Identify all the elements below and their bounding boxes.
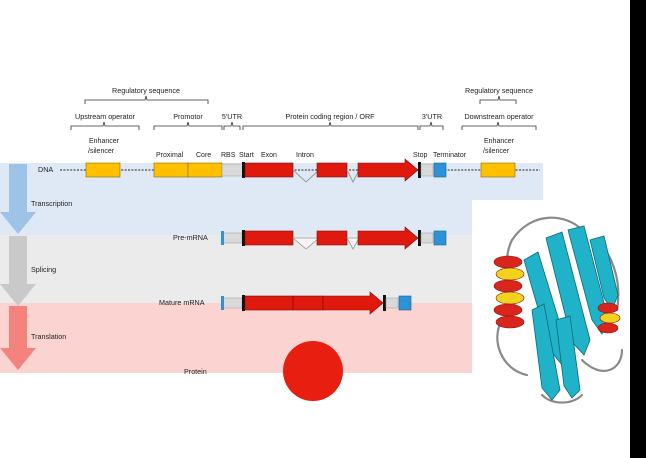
brace-upstream [70, 121, 140, 130]
pre-mrna-intron-2 [346, 237, 360, 250]
enhancer-box-left [85, 162, 121, 178]
label-intron: Intron [296, 152, 314, 159]
enhancer-box-right [480, 162, 516, 178]
utr3-box [420, 163, 434, 177]
intron-1 [292, 169, 320, 183]
stop-marker [418, 162, 421, 178]
label-stop: Stop [413, 152, 428, 159]
pre-mrna-exon-2 [316, 230, 348, 246]
label-terminator: Terminator [433, 152, 467, 159]
stage-label-transcription: Transcription [31, 199, 73, 208]
brace-regulatory-right [479, 95, 517, 104]
label-regulatory-left: Regulatory sequence [112, 86, 180, 95]
splicing-arrow [0, 236, 36, 306]
brace-utr3 [419, 121, 444, 130]
mature-exon-3 [322, 291, 384, 315]
label-enhancer-left-1: Enhancer [89, 138, 119, 145]
pre-mrna-intron-1 [291, 237, 321, 250]
label-3utr: 3'UTR [421, 112, 443, 121]
label-enhancer-right-1: Enhancer [484, 138, 514, 145]
label-proximal: Proximal [156, 152, 184, 159]
label-5utr: 5'UTR [221, 112, 243, 121]
pre-mrna-terminator [433, 230, 447, 246]
exon-1 [244, 162, 294, 178]
brace-promotor [153, 121, 223, 130]
mature-terminator [398, 295, 412, 311]
label-start: Start [239, 152, 254, 159]
protein-ribbon-structure-image [472, 200, 630, 412]
brace-regulatory-left [84, 95, 209, 104]
start-marker [242, 162, 245, 178]
gene-diagram [60, 95, 540, 401]
label-enhancer-right-2: /silencer [483, 148, 510, 155]
utr5-box [221, 163, 245, 177]
label-regulatory-right: Regulatory sequence [465, 86, 533, 95]
label-rbs: RBS [221, 152, 236, 159]
pre-mrna-exon-3 [357, 226, 419, 250]
mature-exon-2 [292, 295, 324, 311]
stage-label-translation: Translation [31, 332, 67, 341]
row-label-dna: DNA [38, 165, 54, 174]
brace-downstream [461, 121, 537, 130]
exon-2 [316, 162, 348, 178]
mature-mrna-cap [221, 296, 224, 310]
stage-arrows [0, 164, 36, 370]
label-enhancer-left-2: /silencer [88, 148, 115, 155]
slide: Regulatory sequence Regulatory sequence … [0, 0, 630, 458]
pre-mrna-exon-1 [244, 230, 294, 246]
brace-coding [242, 121, 419, 130]
mature-mrna-row [221, 291, 412, 315]
protein-circle [283, 341, 343, 401]
annotation-braces [70, 95, 537, 130]
translation-arrow [0, 306, 36, 370]
row-label-protein: Protein [184, 367, 207, 376]
exon-3-arrow [357, 158, 419, 182]
core-box [187, 162, 223, 178]
label-upstream-operator: Upstream operator [75, 112, 135, 121]
alpha-helix-left [493, 255, 525, 329]
translation-band [0, 303, 473, 373]
alpha-helix-right [597, 302, 621, 334]
proximal-box [153, 162, 189, 178]
splicing-band [0, 235, 473, 303]
intron-2 [346, 169, 360, 184]
pre-mrna-row [221, 226, 447, 250]
label-downstream-operator: Downstream operator [464, 112, 534, 121]
pre-mrna-cap [221, 231, 224, 245]
terminator-box [433, 162, 447, 178]
label-exon: Exon [261, 152, 277, 159]
label-coding-region: Protein coding region / ORF [285, 112, 375, 121]
mature-exon-1 [244, 295, 294, 311]
stage-label-splicing: Splicing [31, 265, 57, 274]
transcription-arrow [0, 164, 36, 234]
row-label-pre-mrna: Pre-mRNA [173, 233, 208, 242]
label-core: Core [196, 152, 212, 159]
dna-row [60, 158, 540, 184]
label-promotor: Promotor [173, 112, 203, 121]
brace-utr5 [223, 121, 241, 130]
row-label-mature-mrna: Mature mRNA [159, 298, 205, 307]
